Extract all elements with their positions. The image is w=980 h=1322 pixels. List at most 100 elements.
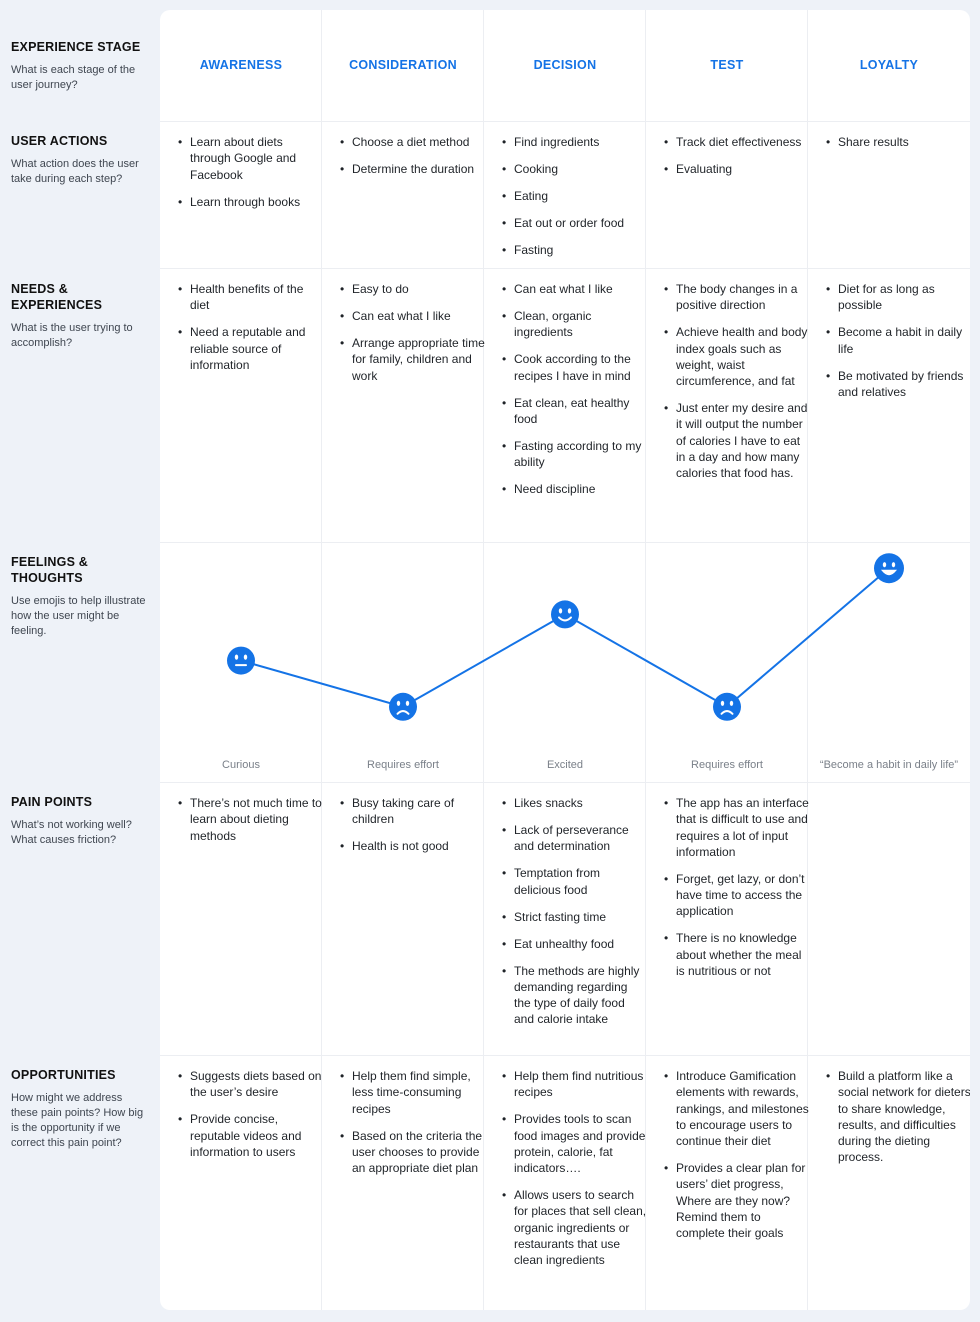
stage-header-awareness: AWARENESS bbox=[199, 58, 283, 72]
needs-cell-awareness: Health benefits of the dietNeed a reputa… bbox=[177, 281, 323, 384]
list-item: Forget, get lazy, or don’t have time to … bbox=[663, 871, 809, 920]
row-label-feelings: FEELINGS & THOUGHTS Use emojis to help i… bbox=[11, 554, 151, 639]
pain-points-cell-awareness: There’s not much time to learn about die… bbox=[177, 795, 323, 855]
bullet-list: Health benefits of the dietNeed a reputa… bbox=[177, 281, 323, 373]
list-item: Suggests diets based on the user’s desir… bbox=[177, 1068, 323, 1101]
list-item: Become a habit in daily life bbox=[825, 324, 970, 357]
bullet-list: Can eat what I likeClean, organic ingred… bbox=[501, 281, 647, 498]
list-item: There is no knowledge about whether the … bbox=[663, 930, 809, 979]
opportunities-cell-test: Introduce Gamification elements with rew… bbox=[663, 1068, 809, 1252]
list-item: Eat unhealthy food bbox=[501, 936, 647, 953]
bullet-list: Easy to do Can eat what I likeArrange app… bbox=[339, 281, 485, 384]
list-item: Diet for as long as possible bbox=[825, 281, 970, 314]
opportunities-cell-decision: Help them find nutritious recipesProvide… bbox=[501, 1068, 647, 1279]
row-description: How might we address these pain points? … bbox=[11, 1092, 144, 1149]
list-item: Provides tools to scan food images and p… bbox=[501, 1111, 647, 1176]
feeling-line-segment bbox=[726, 567, 890, 708]
bullet-list: There’s not much time to learn about die… bbox=[177, 795, 323, 844]
row-title: PAIN POINTS bbox=[11, 795, 93, 809]
list-item: Provides a clear plan for users’ diet pr… bbox=[663, 1160, 809, 1241]
list-item: Share results bbox=[825, 134, 970, 151]
list-item: Evaluating bbox=[663, 161, 809, 178]
bullet-list: Diet for as long as possibleBecome a hab… bbox=[825, 281, 970, 400]
pain-points-cell-test: The app has an interface that is difficu… bbox=[663, 795, 809, 990]
row-divider bbox=[160, 542, 970, 543]
bullet-list: Build a platform like a social network f… bbox=[825, 1068, 970, 1166]
bullet-list: Learn about diets through Google and Fac… bbox=[177, 134, 323, 210]
list-item: Busy taking care of children bbox=[339, 795, 485, 828]
bullet-list: Track diet effectivenessEvaluating bbox=[663, 134, 809, 178]
list-item: Help them find nutritious recipes bbox=[501, 1068, 647, 1101]
list-item: Easy to do bbox=[339, 281, 485, 298]
list-item: The app has an interface that is difficu… bbox=[663, 795, 809, 860]
row-divider bbox=[160, 1055, 970, 1056]
needs-cell-consideration: Easy to do Can eat what I likeArrange app… bbox=[339, 281, 485, 395]
row-label-opportunities: OPPORTUNITIES How might we address these… bbox=[11, 1067, 151, 1151]
user-actions-cell-decision: Find ingredientsCookingEatingEat out or … bbox=[501, 134, 647, 269]
feelings-chart bbox=[227, 553, 904, 721]
list-item: Lack of perseverance and determination bbox=[501, 822, 647, 855]
row-title: EXPERIENCE STAGE bbox=[11, 40, 141, 54]
neutral-face-icon bbox=[227, 646, 255, 675]
list-item: The body changes in a positive direction bbox=[663, 281, 809, 314]
feeling-label: Excited bbox=[546, 759, 584, 771]
bullet-list: Likes snacksLack of perseverance and det… bbox=[501, 795, 647, 1028]
bullet-list: Share results bbox=[825, 134, 970, 151]
list-item: Achieve health and body index goals such… bbox=[663, 324, 809, 389]
stage-header-consideration: CONSIDERATION bbox=[349, 58, 457, 72]
feeling-label: Requires effort bbox=[691, 759, 763, 771]
row-title: OPPORTUNITIES bbox=[11, 1068, 116, 1082]
bullet-list: Busy taking care of childrenHealth is no… bbox=[339, 795, 485, 855]
list-item: Can eat what I like bbox=[501, 281, 647, 298]
user-actions-cell-test: Track diet effectivenessEvaluating bbox=[663, 134, 809, 188]
row-description: What is the user trying to accomplish? bbox=[11, 322, 133, 349]
list-item: Health benefits of the diet bbox=[177, 281, 323, 314]
list-item: Temptation from delicious food bbox=[501, 865, 647, 898]
list-item: Strict fasting time bbox=[501, 909, 647, 926]
list-item: Eating bbox=[501, 188, 647, 205]
bullet-list: Help them find simple, less time-consumi… bbox=[339, 1068, 485, 1176]
list-item: Fasting bbox=[501, 242, 647, 259]
bullet-list: Introduce Gamification elements with rew… bbox=[663, 1068, 809, 1242]
needs-cell-decision: Can eat what I likeClean, organic ingred… bbox=[501, 281, 647, 508]
list-item: Fasting according to my ability bbox=[501, 438, 647, 471]
opportunities-cell-consideration: Help them find simple, less time-consumi… bbox=[339, 1068, 485, 1187]
pain-points-cell-consideration: Busy taking care of childrenHealth is no… bbox=[339, 795, 485, 865]
list-item: Health is not good bbox=[339, 838, 485, 855]
feeling-label: “Become a habit in daily life” bbox=[819, 759, 959, 771]
stage-header-decision: DECISION bbox=[533, 58, 597, 72]
bullet-list: Find ingredientsCookingEatingEat out or … bbox=[501, 134, 647, 259]
bullet-list: Help them find nutritious recipesProvide… bbox=[501, 1068, 647, 1269]
list-item: Can eat what I like bbox=[339, 308, 485, 325]
row-label-user-actions: USER ACTIONS What action does the user t… bbox=[11, 133, 151, 187]
list-item: Track diet effectiveness bbox=[663, 134, 809, 151]
list-item: Just enter my desire and it will output … bbox=[663, 400, 809, 481]
list-item: Learn through books bbox=[177, 194, 323, 211]
list-item: Introduce Gamification elements with rew… bbox=[663, 1068, 809, 1149]
list-item: Allows users to search for places that s… bbox=[501, 1187, 647, 1268]
needs-cell-test: The body changes in a positive direction… bbox=[663, 281, 809, 492]
row-description: Use emojis to help illustrate how the us… bbox=[11, 595, 146, 637]
row-title: FEELINGS & THOUGHTS bbox=[11, 555, 89, 585]
list-item: Build a platform like a social network f… bbox=[825, 1068, 970, 1166]
pain-points-cell-decision: Likes snacksLack of perseverance and det… bbox=[501, 795, 647, 1038]
row-description: What is each stage of the user journey? bbox=[11, 64, 136, 91]
row-title: NEEDS & EXPERIENCES bbox=[11, 282, 103, 312]
list-item: Need a reputable and reliable source of … bbox=[177, 324, 323, 373]
row-divider bbox=[160, 268, 970, 269]
list-item: Clean, organic ingredients bbox=[501, 308, 647, 341]
needs-cell-loyalty: Diet for as long as possibleBecome a hab… bbox=[825, 281, 970, 411]
row-description: What’s not working well? What causes fri… bbox=[11, 819, 132, 846]
bullet-list: The app has an interface that is difficu… bbox=[663, 795, 809, 979]
user-actions-cell-awareness: Learn about diets through Google and Fac… bbox=[177, 134, 323, 221]
row-description: What action does the user take during ea… bbox=[11, 158, 139, 185]
list-item: Likes snacks bbox=[501, 795, 647, 812]
list-item: Cook according to the recipes I have in … bbox=[501, 351, 647, 384]
list-item: There’s not much time to learn about die… bbox=[177, 795, 323, 844]
row-label-experience-stage: EXPERIENCE STAGE What is each stage of t… bbox=[11, 39, 151, 93]
list-item: Determine the duration bbox=[339, 161, 485, 178]
list-item: Arrange appropriate time for family, chi… bbox=[339, 335, 485, 384]
feeling-line-segment bbox=[402, 613, 566, 708]
happy-face-icon bbox=[551, 600, 579, 629]
column-divider bbox=[807, 10, 808, 1310]
